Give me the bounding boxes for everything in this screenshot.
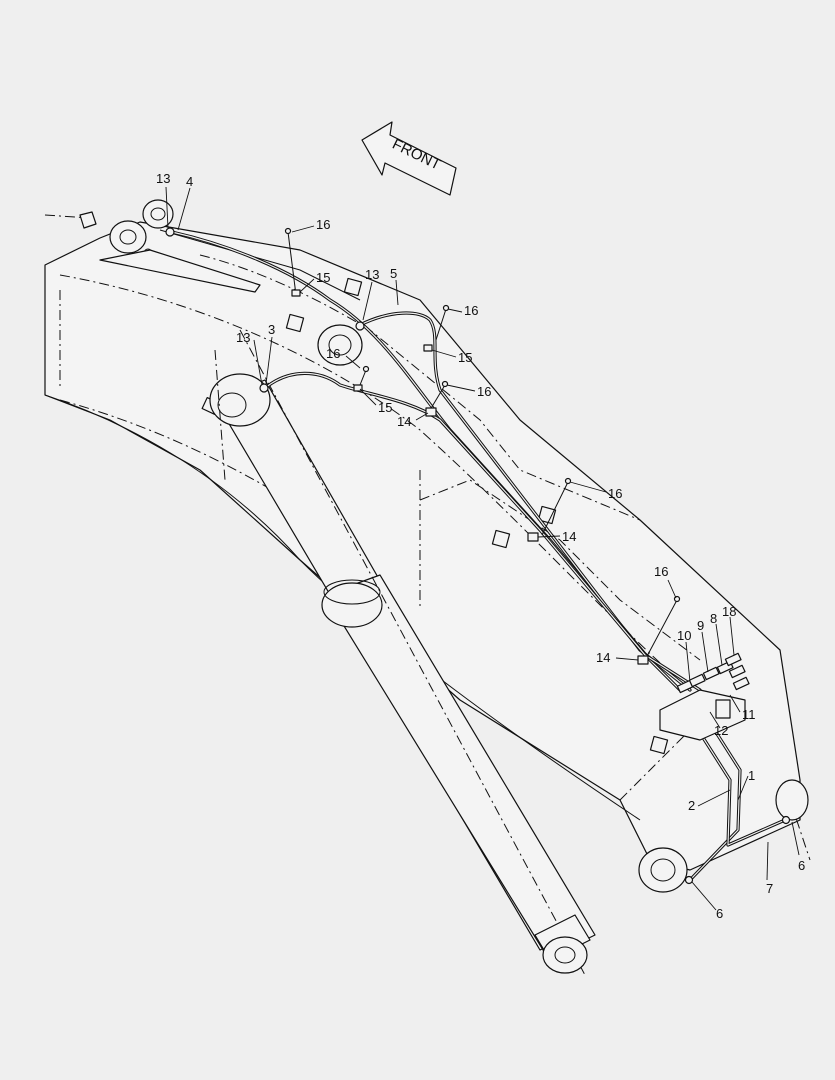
callout-13b: 13 <box>365 267 379 282</box>
clamp-plate-3 <box>491 529 511 549</box>
callout-2: 2 <box>688 798 695 813</box>
boom-tip-bracket <box>79 211 97 229</box>
clamp-plate-4 <box>537 505 557 525</box>
front-arrow-shape <box>361 121 457 196</box>
callout-16a: 16 <box>316 217 330 232</box>
callout-15a: 15 <box>316 270 330 285</box>
boom-upper-face <box>44 221 801 871</box>
boom-lower-edge <box>44 394 641 821</box>
boom-tip-pin-left <box>119 229 137 245</box>
boom-cylinder-rod-eye <box>542 936 588 974</box>
boom-cylinder-eye <box>209 373 271 427</box>
fitting-6-left <box>684 875 694 885</box>
bolt-16-f <box>644 599 678 661</box>
callout-15c: 15 <box>378 400 392 415</box>
bolt-16-b <box>435 308 447 341</box>
fitting-13-tip <box>165 227 175 237</box>
bolt-16-d <box>429 384 446 411</box>
clamp-14-b <box>527 532 539 542</box>
boom-tip-pin-right <box>150 207 166 221</box>
callout-18: 18 <box>722 604 736 619</box>
fitting-13-mid <box>355 321 365 331</box>
callout-13c: 13 <box>236 330 250 345</box>
boom-centre-line-2 <box>59 399 321 521</box>
clamp-14-c <box>637 655 649 665</box>
bolt-16-c <box>359 369 367 386</box>
callout-15b: 15 <box>458 350 472 365</box>
callout-labels: 13 4 16 15 13 5 16 13 3 16 15 16 15 14 1… <box>156 171 805 921</box>
clamp-plate-1 <box>343 277 363 297</box>
callout-9: 9 <box>697 618 704 633</box>
valve-fittings-row <box>676 652 750 694</box>
callout-7: 7 <box>766 881 773 896</box>
leader-lines <box>165 186 800 911</box>
boom-cylinder-tube <box>324 574 596 959</box>
boom-cylinder-axis <box>239 329 586 976</box>
callout-14c: 14 <box>596 650 610 665</box>
boom-cylinder-rod-pin <box>554 946 576 964</box>
bolt-group <box>284 227 681 661</box>
clamp-14-a <box>425 407 437 417</box>
callout-1: 1 <box>748 768 755 783</box>
arm-cylinder-boss <box>317 324 363 366</box>
fitting-13-cyl <box>259 383 269 393</box>
arm-cylinder-pin <box>328 334 352 356</box>
boom-cylinder-eye-pin <box>217 392 247 418</box>
boom-tip-boss-right <box>142 199 174 229</box>
boom-web-hidden <box>419 479 701 661</box>
callout-16b: 16 <box>464 303 478 318</box>
clamp-15-c <box>353 384 363 392</box>
clamp-15-a <box>291 289 301 297</box>
clamp-group <box>291 289 649 665</box>
valve-block-assembly <box>659 652 750 741</box>
callout-6b: 6 <box>798 858 805 873</box>
valve-block-plate <box>715 699 731 719</box>
boom-cylinder-gland <box>323 579 381 605</box>
callout-14b: 14 <box>562 529 576 544</box>
boom-foot-pin-left <box>650 858 676 882</box>
boom-cylinder <box>209 329 596 976</box>
callout-16d: 16 <box>477 384 491 399</box>
callout-10: 10 <box>677 628 691 643</box>
boom-cylinder-head <box>321 582 383 628</box>
boom-foot-boss-left <box>638 847 688 893</box>
callout-14a: 14 <box>397 414 411 429</box>
callout-13a: 13 <box>156 171 170 186</box>
callout-16f: 16 <box>654 564 668 579</box>
front-direction-arrow: FRONT <box>361 121 457 196</box>
fitting-6-right <box>781 815 791 825</box>
callout-12: 12 <box>714 723 728 738</box>
callout-3: 3 <box>268 322 275 337</box>
clamp-plate-2 <box>285 313 305 333</box>
boom-cylinder-eye-centre <box>214 349 226 481</box>
boom-foot-boss-right <box>775 779 809 821</box>
clamp-15-b <box>423 344 433 352</box>
callout-16c: 16 <box>326 346 340 361</box>
callout-5: 5 <box>390 266 397 281</box>
boom-tip-plate <box>99 249 261 293</box>
boom-body <box>44 199 811 893</box>
callout-16e: 16 <box>608 486 622 501</box>
boom-tip-centre <box>44 214 91 219</box>
callout-6a: 6 <box>716 906 723 921</box>
callout-4: 4 <box>186 174 193 189</box>
callout-8: 8 <box>710 611 717 626</box>
boom-tip-boss-left <box>109 220 147 254</box>
bolt-16-e <box>541 481 569 536</box>
callout-11: 11 <box>742 707 756 722</box>
clamp-plate-5 <box>649 735 669 755</box>
boom-tip-edge <box>159 229 361 301</box>
bolt-16-a <box>287 231 297 296</box>
